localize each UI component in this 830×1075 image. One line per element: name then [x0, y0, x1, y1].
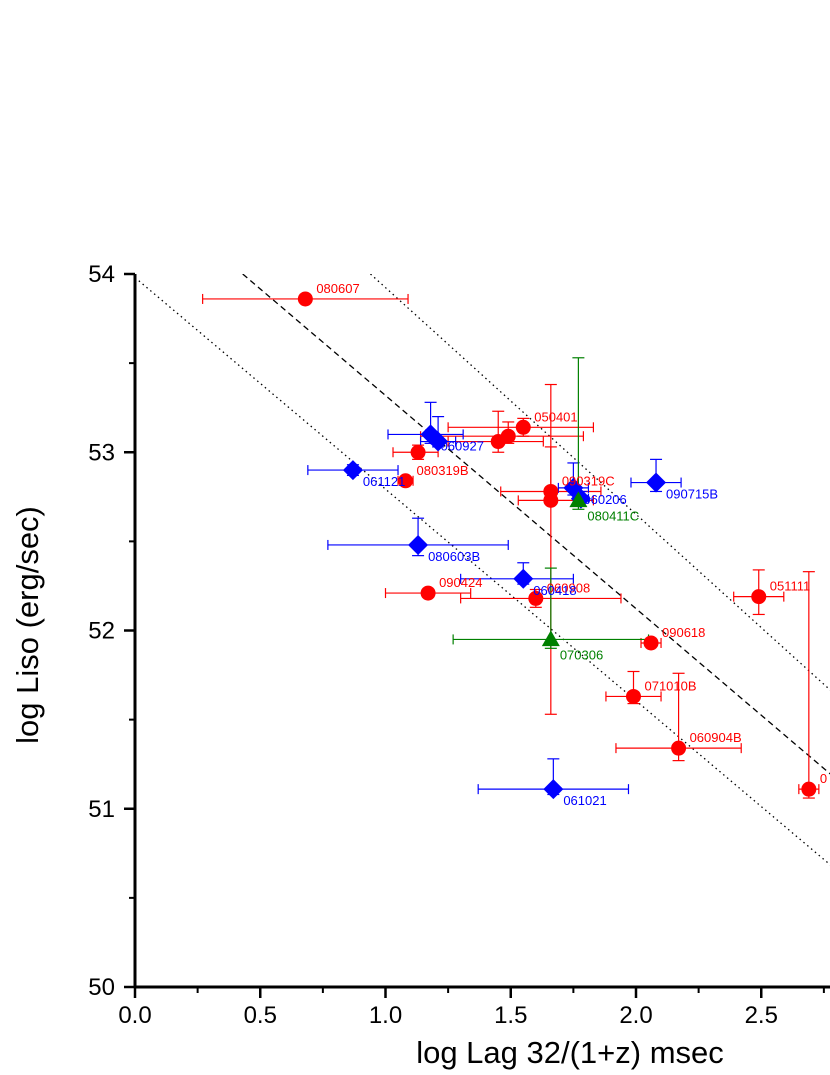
reference-line-dashed-0 [242, 274, 830, 775]
x-tick-label: 0.5 [244, 1002, 277, 1029]
x-tick-label: 2.0 [619, 1002, 652, 1029]
x-tick-label: 2.5 [745, 1002, 778, 1029]
data-point-label: 090319C [562, 473, 615, 488]
data-point-circle [398, 473, 414, 489]
data-point-label: 0 [820, 771, 827, 786]
data-point-circle [297, 291, 313, 307]
reference-line-dotted-2 [370, 274, 830, 691]
x-tick-label: 0.0 [118, 1002, 151, 1029]
data-point-circle [490, 434, 506, 450]
data-point-diamond [513, 568, 534, 589]
x-ticks: 0.0 0.5 1.0 1.5 2.0 2.5 [118, 987, 825, 1029]
x-tick-label: 1.0 [369, 1002, 402, 1029]
y-axis-title: log Liso (erg/sec) [10, 506, 45, 744]
data-point-circle [625, 688, 641, 704]
data-point-label: 051111 [770, 579, 811, 594]
data-point-circle [671, 740, 687, 756]
data-point-label: 060418 [533, 583, 576, 598]
y-tick-label: 54 [88, 261, 115, 288]
data-point-label: 060904B [690, 730, 742, 745]
y-tick-label: 50 [88, 974, 115, 1001]
data-point-circle [420, 585, 436, 601]
y-tick-label: 51 [88, 796, 115, 823]
data-point-label: 071010B [644, 678, 696, 693]
data-point-label: 050401 [534, 409, 577, 424]
data-point-label: 070306 [560, 647, 603, 662]
error-bars [202, 293, 820, 799]
data-point-label: 080603B [428, 549, 480, 564]
data-point-label: 080607 [316, 281, 359, 296]
data-point-circle [515, 419, 531, 435]
data-point-label: 060206 [583, 492, 626, 507]
data-point-label: 090424 [439, 575, 482, 590]
data-point-circle [543, 492, 559, 508]
data-point-label: 061021 [563, 793, 606, 808]
data-point-circle [528, 590, 544, 606]
data-markers [297, 291, 817, 800]
data-point-label: 061121 [363, 474, 405, 489]
reference-lines [135, 274, 830, 866]
x-axis-title: log Lag 32/(1+z) msec [416, 1035, 724, 1070]
y-tick-label: 53 [88, 439, 115, 466]
y-tick-label: 52 [88, 618, 115, 645]
point-labels: 080607 050401 080319B 090319C 090424 060908 09… [316, 281, 827, 808]
data-point-label: 060908 [547, 580, 590, 595]
data-point-diamond [408, 534, 429, 555]
data-point-diamond [342, 460, 363, 481]
data-point-triangle [569, 491, 588, 508]
data-point-label: 060927 [441, 438, 484, 453]
x-tick-label: 1.5 [494, 1002, 527, 1029]
data-point-label: 090618 [662, 625, 705, 640]
data-point-label: 080411C [587, 508, 639, 523]
data-point-diamond [646, 472, 667, 493]
data-point-diamond [543, 779, 564, 800]
data-point-label: 090715B [666, 487, 718, 502]
data-point-circle [751, 589, 767, 605]
y-ticks: 50 51 52 53 54 [88, 261, 135, 1001]
data-point-diamond [428, 431, 449, 452]
data-point-circle [643, 635, 659, 651]
reference-line-dotted-1 [135, 277, 830, 866]
data-point-triangle [541, 630, 560, 647]
data-point-circle [410, 444, 426, 460]
data-point-label: 080319B [417, 463, 469, 478]
data-point-circle [801, 781, 817, 797]
